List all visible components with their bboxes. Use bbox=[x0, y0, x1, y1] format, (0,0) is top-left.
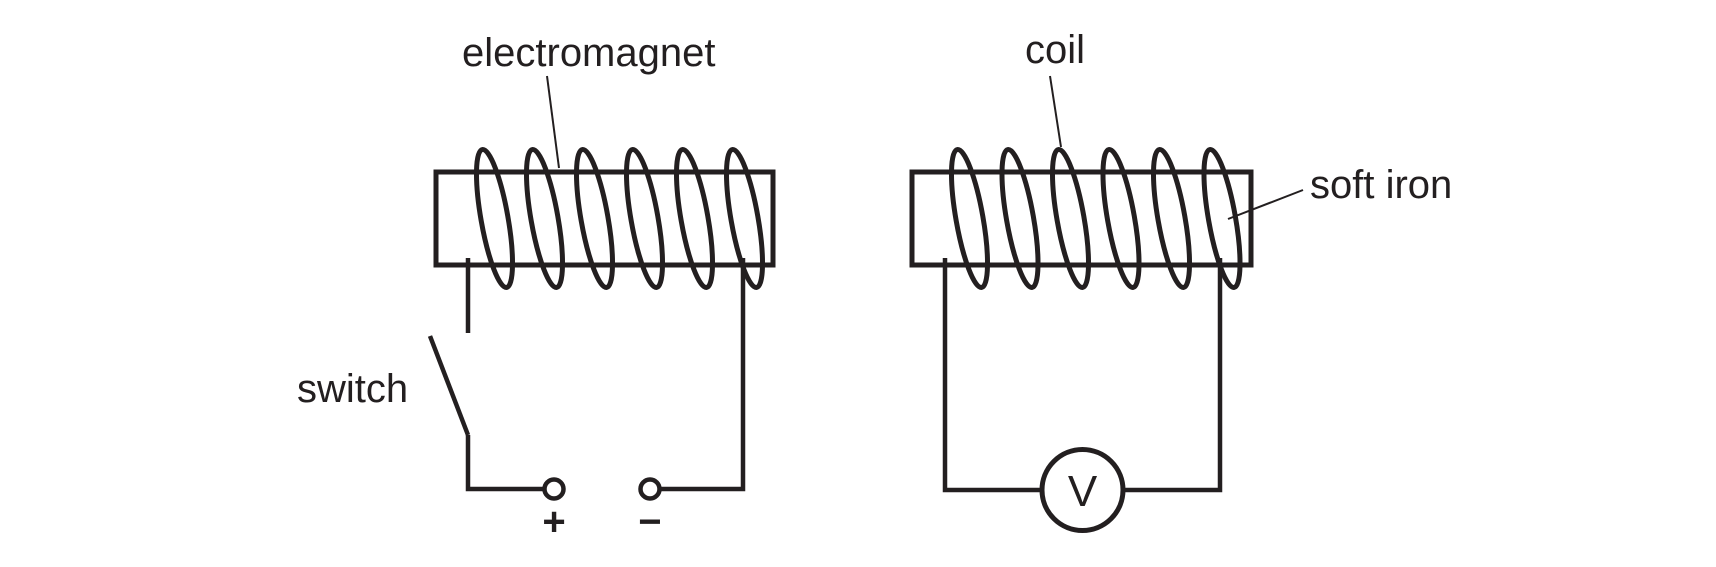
coil-turn bbox=[948, 147, 991, 290]
voltmeter bbox=[1039, 447, 1126, 533]
coil-leader-line bbox=[1049, 75, 1062, 148]
coil-turn bbox=[1100, 147, 1142, 290]
coil-turn bbox=[573, 147, 616, 290]
coil-turn bbox=[473, 147, 516, 290]
electromagnet-winding bbox=[473, 147, 766, 290]
induction-coil-circuit: coil soft iron V bbox=[909, 28, 1452, 533]
soft-iron-leader-line bbox=[1227, 189, 1304, 220]
electromagnet-circuit: electromagnet switch + − bbox=[297, 31, 776, 544]
coil-label: coil bbox=[1025, 28, 1085, 72]
soft-iron-label: soft iron bbox=[1310, 163, 1452, 207]
wire-coil-to-voltmeter-left bbox=[942, 258, 1041, 493]
wire-switch-to-positive-terminal bbox=[465, 435, 544, 492]
coil-turn bbox=[723, 147, 766, 290]
electromagnet-leader-line bbox=[546, 75, 560, 169]
soft-iron-core bbox=[909, 169, 1254, 268]
wire-voltmeter-to-coil-right bbox=[1124, 258, 1223, 493]
coil-turn bbox=[623, 147, 666, 290]
plus-sign: + bbox=[542, 500, 565, 544]
minus-sign: − bbox=[638, 500, 661, 544]
voltmeter-symbol: V bbox=[1068, 467, 1098, 516]
coil-turn bbox=[673, 147, 716, 290]
negative-terminal bbox=[638, 477, 662, 501]
coil-turn bbox=[1150, 147, 1193, 290]
coil-turn bbox=[999, 147, 1041, 290]
switch-label: switch bbox=[297, 367, 408, 411]
positive-terminal bbox=[542, 477, 566, 501]
electromagnet-label: electromagnet bbox=[462, 31, 715, 75]
coil-turn bbox=[523, 147, 566, 290]
switch-blade bbox=[427, 335, 471, 436]
coil-turn bbox=[1049, 147, 1092, 290]
electromagnet-core bbox=[433, 169, 776, 268]
wire-negative-terminal-to-electromagnet bbox=[660, 258, 746, 492]
